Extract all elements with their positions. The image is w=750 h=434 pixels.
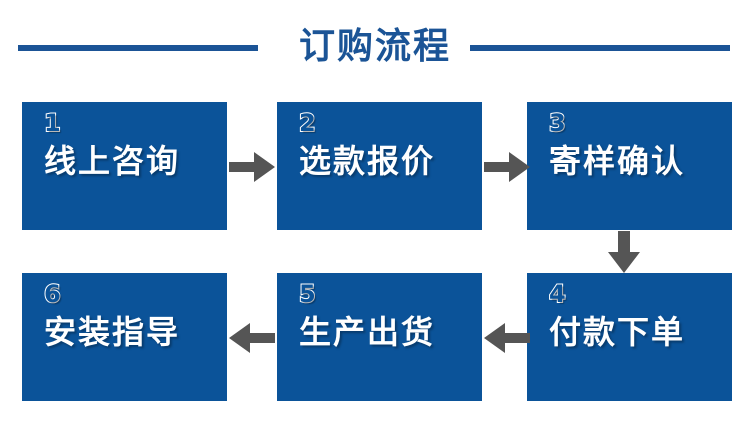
step-number-4: 4 <box>548 279 567 309</box>
arrow-down-icon-step3-step4 <box>607 231 641 273</box>
arrow-right-icon-step1-step2 <box>229 151 275 183</box>
arrow-left-icon-step4-step5 <box>484 322 530 354</box>
flow-step-5[interactable]: 5 生产出货 <box>277 273 482 401</box>
arrow-left-icon-step5-step6 <box>229 322 275 354</box>
title-rule-left <box>18 45 258 51</box>
step-label-4: 付款下单 <box>549 313 686 351</box>
flow-step-4[interactable]: 4 付款下单 <box>527 273 732 401</box>
flow-step-1[interactable]: 1 线上咨询 <box>22 102 227 230</box>
flow-step-2[interactable]: 2 选款报价 <box>277 102 482 230</box>
diagram-title-row: 订购流程 <box>0 18 750 78</box>
step-label-5: 生产出货 <box>299 313 436 351</box>
step-number-2: 2 <box>298 108 317 138</box>
step-number-5: 5 <box>298 279 317 309</box>
title-rule-right <box>470 45 730 51</box>
page-title: 订购流程 <box>298 26 451 67</box>
step-number-3: 3 <box>548 108 567 138</box>
step-number-1: 1 <box>43 108 62 138</box>
flow-step-3[interactable]: 3 寄样确认 <box>527 102 732 230</box>
step-label-3: 寄样确认 <box>549 142 686 180</box>
step-label-2: 选款报价 <box>299 142 436 180</box>
step-label-6: 安装指导 <box>44 313 181 351</box>
step-number-6: 6 <box>43 279 62 309</box>
step-label-1: 线上咨询 <box>44 142 181 180</box>
arrow-right-icon-step2-step3 <box>484 151 530 183</box>
flow-step-6[interactable]: 6 安装指导 <box>22 273 227 401</box>
